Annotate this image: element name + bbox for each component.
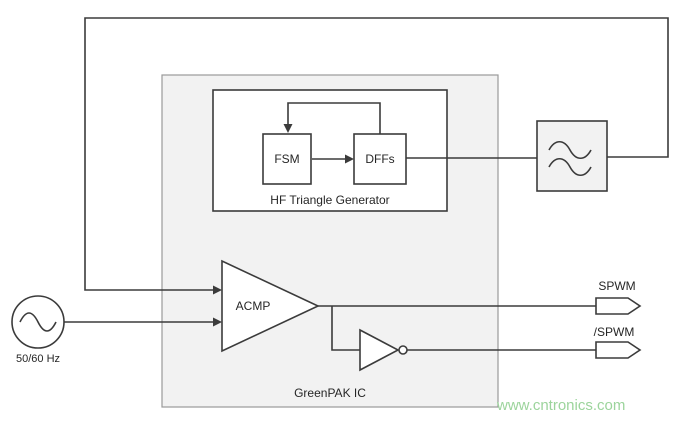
dffs-box (353, 133, 407, 185)
acmp-comparator (221, 259, 320, 353)
source-label: 50/60 Hz (16, 353, 60, 365)
triangle-generator-box (212, 89, 448, 212)
nspwm-connector (595, 341, 642, 359)
fsm-box (262, 133, 312, 185)
spwm-connector (595, 297, 642, 315)
dffs-feedback-wire (283, 102, 381, 134)
inverter-gate (359, 328, 400, 372)
triangle-generator-label: HF Triangle Generator (270, 193, 389, 207)
filter-box (536, 120, 608, 192)
nspwm-label: /SPWM (594, 325, 635, 339)
acmp-label: ACMP (236, 299, 271, 313)
sine-wave-icon (19, 312, 57, 332)
inverter-bubble-icon (398, 345, 408, 355)
fsm-label: FSM (274, 152, 299, 166)
spwm-label: SPWM (598, 279, 635, 293)
lowpass-filter-icon (548, 140, 592, 177)
greenpak-ic-label: GreenPAK IC (294, 386, 366, 400)
triangle-feedback-wire (84, 17, 669, 295)
inverter-branch-wire (331, 306, 360, 351)
watermark-text: www.cntronics.com (496, 397, 625, 414)
dffs-label: DFFs (365, 152, 394, 166)
